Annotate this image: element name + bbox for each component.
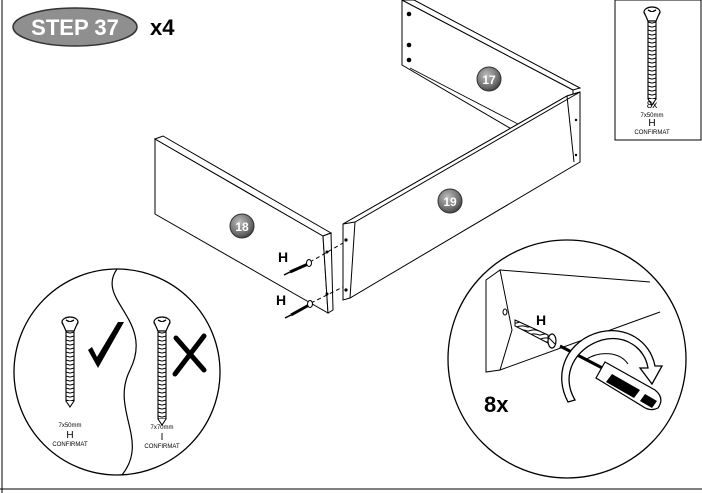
step-label: STEP 37 — [31, 15, 119, 40]
hardware-qty: 8x — [647, 100, 658, 111]
lower-screw: H — [276, 286, 344, 319]
hardware-box: 8x 7x50mm H CONFIRMAT — [614, 0, 702, 141]
hardware-code: H — [648, 118, 655, 129]
hardware-size: 7x50mm — [640, 113, 663, 119]
wrong-code: I — [161, 432, 164, 443]
panel-17-label: 17 — [482, 73, 496, 87]
wrong-type: CONFIRMAT — [144, 444, 180, 450]
panel-19-badge — [437, 188, 463, 214]
lower-screw-label: H — [276, 292, 286, 308]
step-badge — [12, 7, 138, 47]
check-icon — [88, 322, 124, 368]
upper-screw-label: H — [278, 249, 288, 265]
cross-icon — [172, 333, 207, 377]
correct-code: H — [66, 430, 73, 441]
panel-18-label: 18 — [235, 220, 249, 234]
screw-comparison: 7x50mm H CONFIRMAT 7x70mm I CONFIRMAT — [13, 268, 221, 476]
panel-19-label: 19 — [443, 195, 457, 209]
detail-circle: H 8x — [447, 239, 687, 479]
screwdriver-icon — [559, 344, 662, 411]
wrong-screw-icon — [153, 316, 171, 426]
confirmat-screw-icon — [643, 6, 661, 106]
detail-screw-icon — [514, 319, 557, 349]
hardware-type: CONFIRMAT — [634, 130, 670, 136]
panel-19: 19 — [342, 91, 581, 301]
correct-screw-icon — [61, 316, 79, 408]
panel-18-badge — [229, 213, 255, 239]
step-multiplier: x4 — [150, 15, 175, 40]
detail-qty: 8x — [484, 392, 509, 417]
correct-size: 7x50mm — [58, 423, 81, 429]
wrong-size: 7x70mm — [150, 425, 173, 431]
rotate-arrow-icon — [561, 330, 664, 403]
panel-17-badge — [476, 66, 502, 92]
detail-screw-label: H — [536, 312, 546, 328]
correct-type: CONFIRMAT — [52, 442, 88, 448]
hardware-box-frame — [614, 0, 702, 141]
step-header: STEP 37 x4 — [12, 7, 175, 47]
upper-screw: H — [278, 242, 344, 276]
panel-18: 18 — [153, 135, 334, 314]
